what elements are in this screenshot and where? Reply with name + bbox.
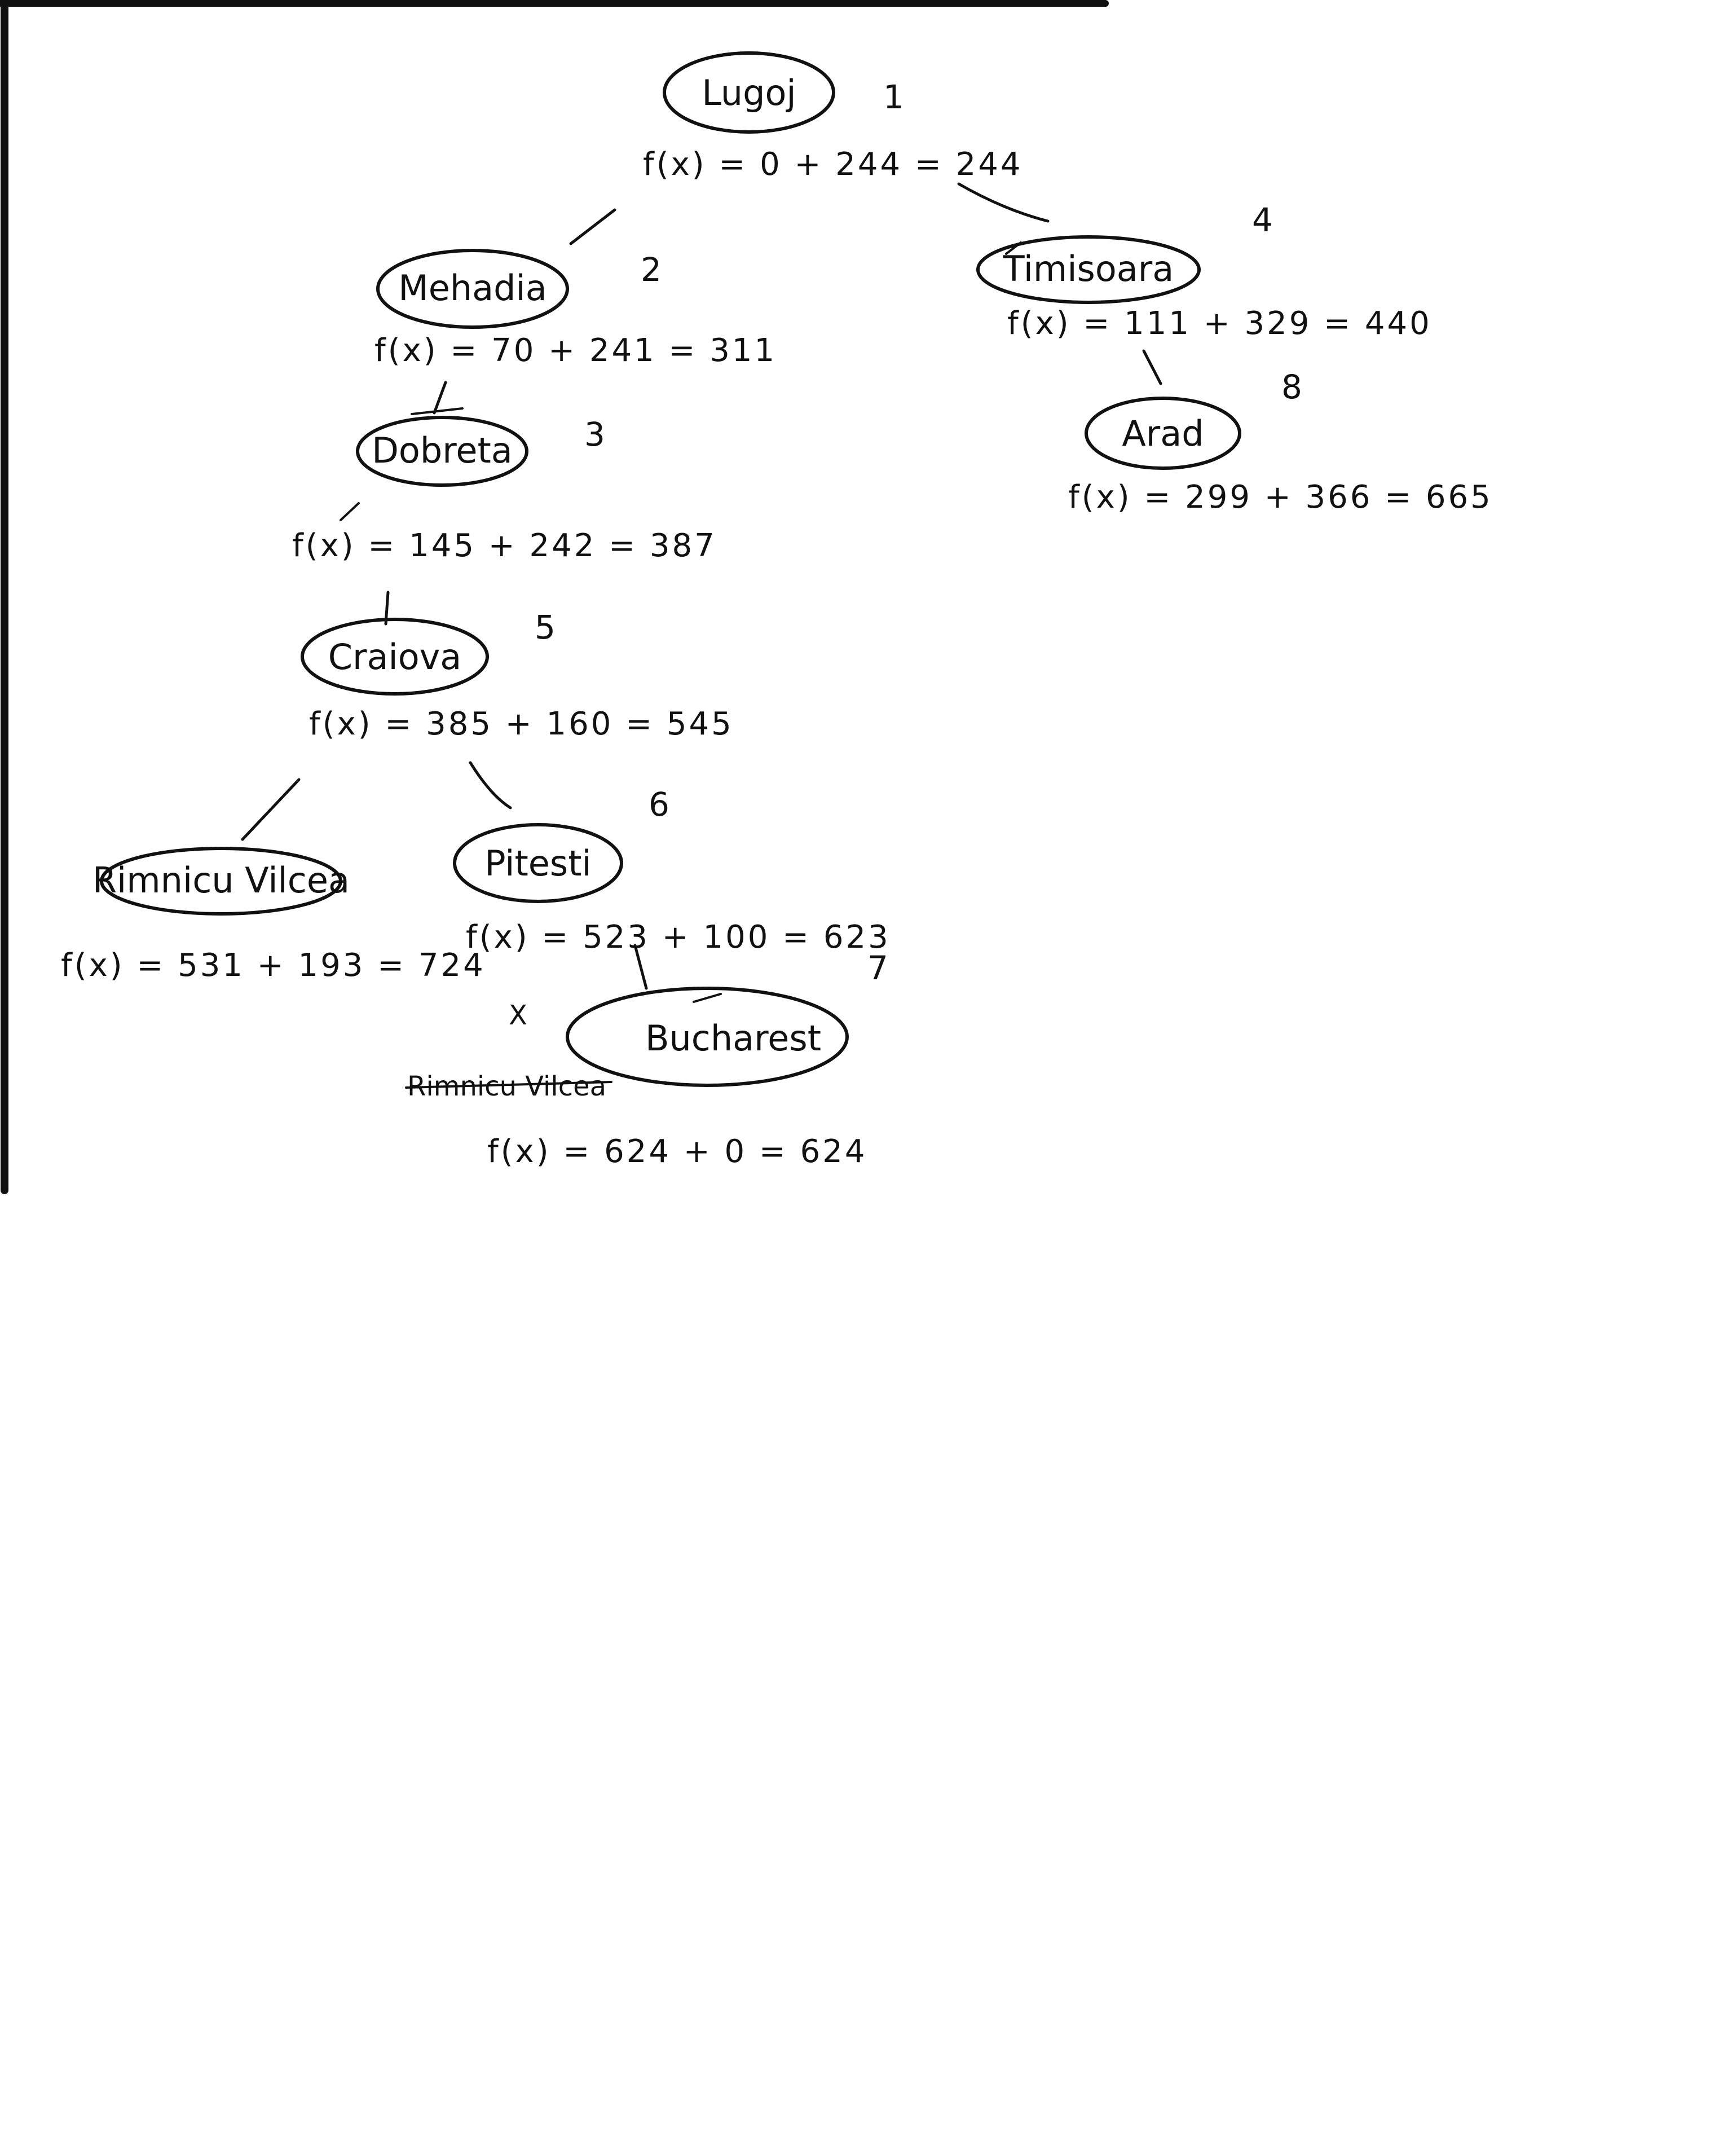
- node-bucharest: Bucharest 7 f(x) = 624 + 0 = 624: [487, 949, 888, 1170]
- node-cost: f(x) = 70 + 241 = 311: [374, 332, 777, 369]
- node-label: Timisoara: [1003, 248, 1174, 289]
- node-label: Bucharest: [645, 1018, 821, 1059]
- node-dobreta: Dobreta 3 f(x) = 145 + 242 = 387: [292, 415, 717, 564]
- node-label: Arad: [1122, 413, 1204, 454]
- node-cost: f(x) = 111 + 329 = 440: [1007, 305, 1432, 342]
- node-label: Lugoj: [702, 72, 796, 113]
- node-lugoj: Lugoj 1 f(x) = 0 + 244 = 244: [643, 51, 1023, 183]
- edge-lugoj-timisoara: [957, 182, 1050, 223]
- node-order: 1: [883, 78, 904, 116]
- node-label: Pitesti: [484, 843, 592, 884]
- edge-craiova-pitesti: [469, 761, 512, 809]
- node-craiova: Craiova 5 f(x) = 385 + 160 = 545: [301, 608, 734, 742]
- node-timisoara: Timisoara 4 f(x) = 111 + 329 = 440: [976, 201, 1432, 342]
- node-order: 4: [1252, 201, 1273, 239]
- node-pitesti: Pitesti 6 f(x) = 523 + 100 = 623: [453, 785, 891, 956]
- node-cost: f(x) = 299 + 366 = 665: [1068, 479, 1493, 516]
- edge-lugoj-mehadia: [569, 208, 616, 245]
- node-cost: f(x) = 385 + 160 = 545: [309, 706, 734, 742]
- node-cost: f(x) = 624 + 0 = 624: [487, 1133, 867, 1170]
- node-order: 7: [867, 949, 888, 987]
- edge-craiova-rimnicu: [241, 778, 301, 841]
- node-order: 8: [1281, 368, 1302, 406]
- edge-mehadia-dobreta: [433, 381, 447, 415]
- page-border: [0, 0, 1109, 1194]
- node-label: Mehadia: [398, 267, 547, 309]
- node-label: Craiova: [328, 636, 462, 677]
- tree-edges: [241, 182, 1162, 990]
- node-arad: Arad 8 f(x) = 299 + 366 = 665: [1068, 368, 1493, 516]
- cross-mark: X: [509, 1000, 527, 1031]
- crossed-out-node: X Rimnicu Vilcea: [405, 1000, 612, 1102]
- edge-tick-marks: [340, 241, 1022, 1003]
- node-rimnicu-vilcea: Rimnicu Vilcea f(x) = 531 + 193 = 724: [61, 847, 486, 984]
- node-mehadia: Mehadia 2 f(x) = 70 + 241 = 311: [374, 249, 777, 369]
- node-order: 3: [584, 415, 605, 454]
- node-cost: f(x) = 0 + 244 = 244: [643, 146, 1023, 183]
- edge-timisoara-arad: [1142, 349, 1162, 385]
- node-cost: f(x) = 145 + 242 = 387: [292, 527, 717, 564]
- edge-pitesti-bucharest: [633, 944, 648, 990]
- node-order: 5: [535, 608, 556, 646]
- node-cost: f(x) = 531 + 193 = 724: [61, 947, 486, 984]
- node-cost: f(x) = 523 + 100 = 623: [466, 919, 891, 956]
- node-order: 6: [649, 785, 669, 824]
- node-order: 2: [641, 250, 662, 289]
- node-label: Dobreta: [372, 430, 513, 471]
- node-label: Rimnicu Vilcea: [92, 860, 350, 901]
